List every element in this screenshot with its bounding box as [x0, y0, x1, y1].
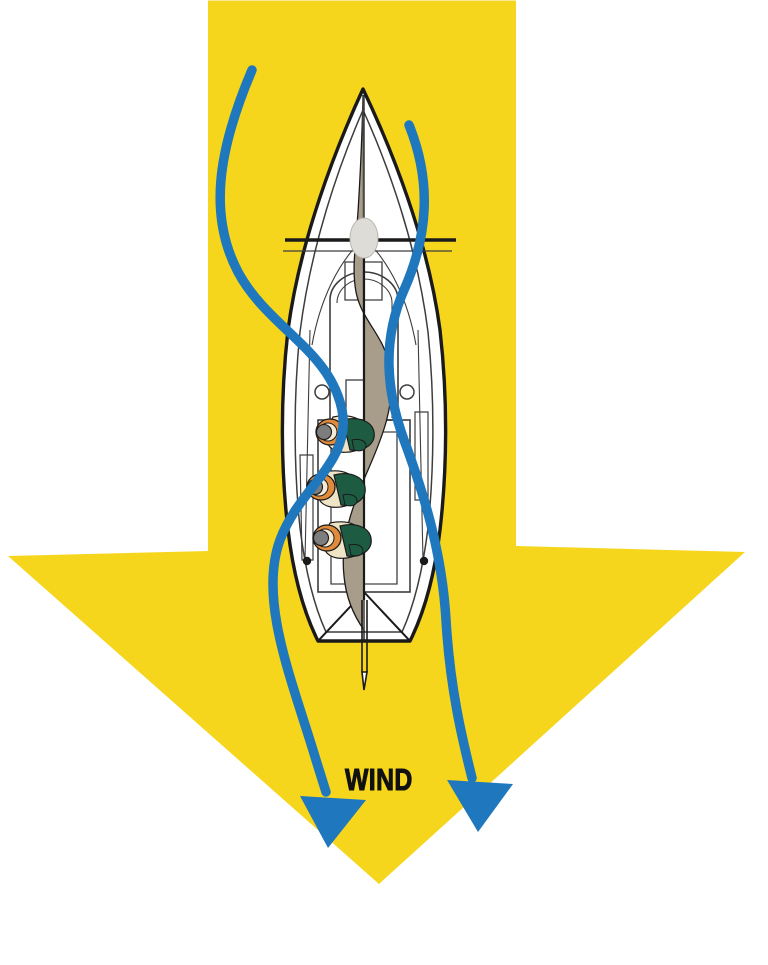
- winch-starboard: [399, 384, 415, 400]
- wind-label: WIND: [345, 761, 413, 797]
- side-deck-line-left: [304, 329, 311, 561]
- deck-details: [294, 94, 434, 641]
- wind-flow-line-left: [215, 65, 348, 797]
- wind-flow-line-right: [384, 120, 477, 783]
- foredeck-hatch: [344, 261, 383, 301]
- deck-fitting-port: [302, 556, 312, 566]
- mast: [349, 217, 379, 259]
- wind-flow-arrowhead-left: [300, 796, 366, 848]
- side-deck-line-right: [417, 329, 424, 561]
- crew-member-3: [312, 521, 372, 559]
- wind-flow-arrowhead-right: [447, 780, 513, 832]
- crew-member-2: [306, 470, 366, 508]
- winch-port: [314, 384, 330, 400]
- deck-fitting-starboard: [419, 556, 429, 566]
- side-locker-port: [299, 454, 314, 561]
- rudder-tiller: [361, 600, 368, 691]
